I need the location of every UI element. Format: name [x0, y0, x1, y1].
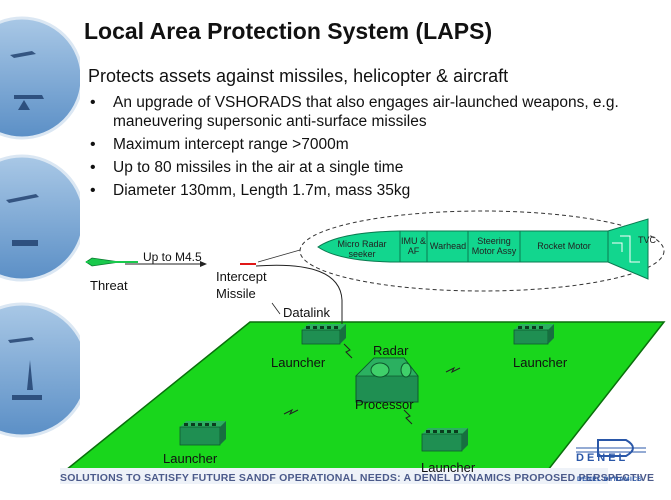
- bullet-item: Diameter 130mm, Length 1.7m, mass 35kg: [88, 181, 628, 200]
- launcher-bottom-right: [421, 428, 468, 452]
- launcher-label: Launcher: [271, 355, 326, 370]
- threat-label: Threat: [90, 278, 128, 293]
- bullet-item: An upgrade of VSHORADS that also engages…: [88, 93, 628, 131]
- radar-processor-shelter: [355, 357, 419, 403]
- datalink-zigzag: [403, 409, 413, 425]
- ground-plane: [63, 321, 666, 471]
- logo-subtitle: DENEL DYNAMICS: [577, 476, 643, 483]
- sidebar-decoration: [0, 0, 80, 470]
- datalink-zigzag: [445, 366, 461, 374]
- launcher-label: Launcher: [163, 451, 218, 466]
- missile-section-warhead: Warhead: [429, 241, 467, 251]
- bullet-list: An upgrade of VSHORADS that also engages…: [88, 93, 628, 204]
- missile-section-tvc: TVC: [638, 235, 656, 245]
- datalink-zigzag: [343, 343, 353, 359]
- subtitle: Protects assets against missiles, helico…: [88, 66, 509, 86]
- launcher-top-right: [513, 324, 554, 345]
- radar-label: Radar: [373, 343, 409, 358]
- missile-section-rocket: Rocket Motor: [537, 241, 591, 251]
- threat-missile: [85, 257, 121, 267]
- missile-section-seeker: Micro Radar seeker: [337, 239, 387, 259]
- logo-name: DENEL: [576, 452, 629, 464]
- page-title: Local Area Protection System (LAPS): [84, 18, 493, 44]
- missile-section-steering: Steering Motor Assy: [471, 236, 517, 256]
- missile-section-imu: IMU & AF: [401, 236, 427, 256]
- bullet-item: Up to 80 missiles in the air at a single…: [88, 158, 628, 177]
- launcher-label: Launcher: [513, 355, 568, 370]
- launcher-label: Launcher: [421, 460, 476, 475]
- intercept-missile-label: Intercept Missile: [216, 269, 267, 301]
- sidebar-circle-2: [0, 154, 80, 282]
- datalink-zigzag: [283, 408, 299, 416]
- footer-text: SOLUTIONS TO SATISFY FUTURE SANDF OPERAT…: [60, 472, 655, 484]
- datalink-label: Datalink: [283, 305, 330, 320]
- launcher-top-center: [301, 324, 346, 345]
- sidebar-circle-3: [0, 302, 80, 438]
- launcher-bottom-left: [179, 421, 226, 446]
- bullet-item: Maximum intercept range >7000m: [88, 135, 628, 154]
- threat-speed-label: Up to M4.5: [143, 250, 202, 264]
- processor-label: Processor: [355, 397, 414, 412]
